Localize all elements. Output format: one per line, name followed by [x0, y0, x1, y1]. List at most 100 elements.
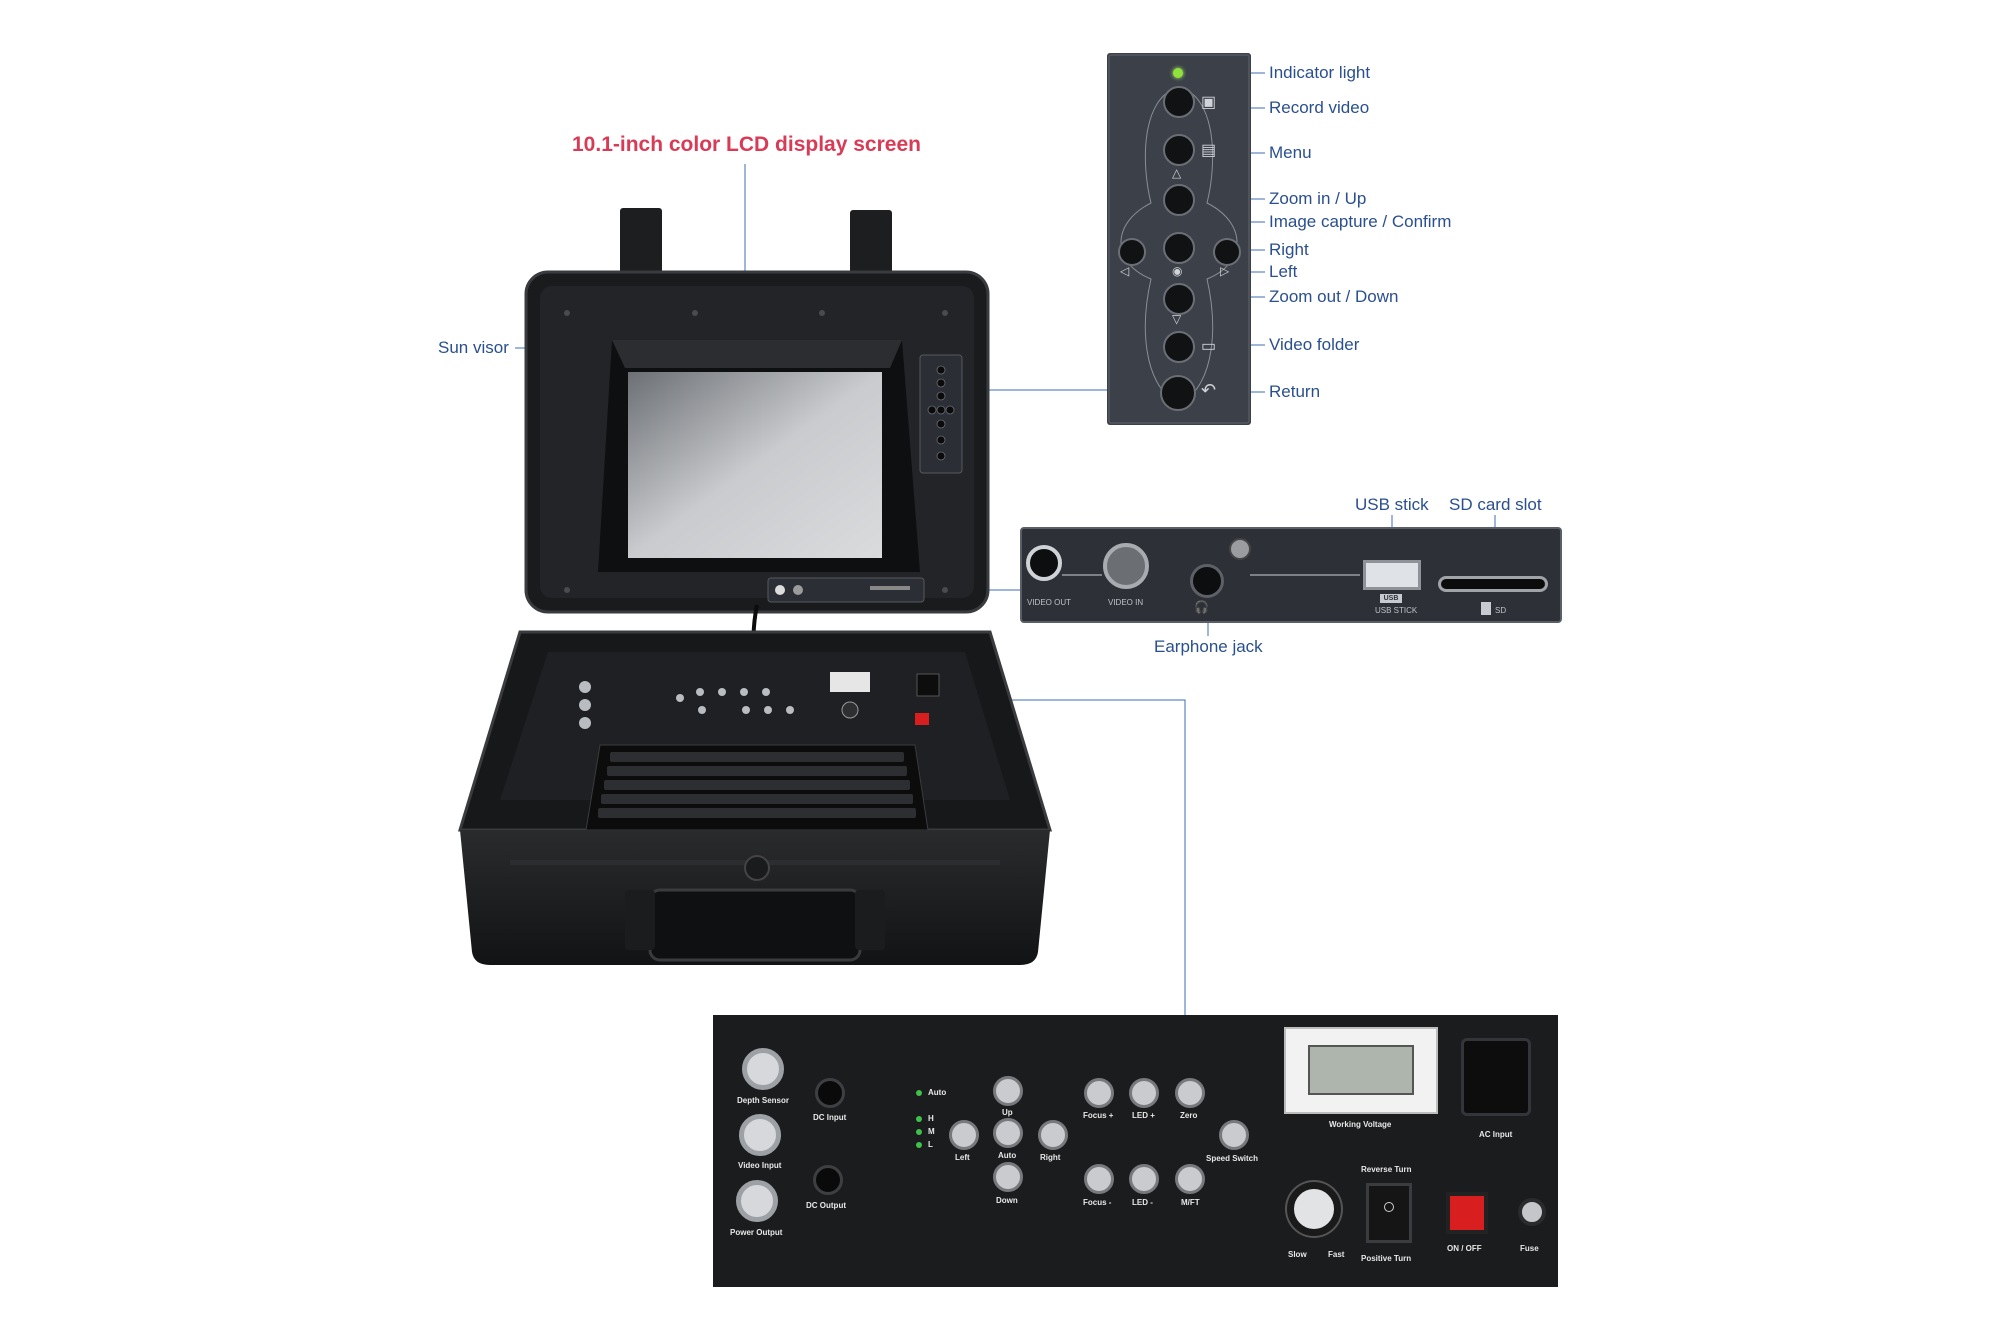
label-menu: Menu [1269, 143, 1312, 162]
mft-label: M/FT [1181, 1198, 1200, 1207]
return-button[interactable] [1160, 375, 1196, 411]
working-voltage-label: Working Voltage [1329, 1120, 1392, 1129]
video-folder-button[interactable] [1163, 331, 1195, 363]
capture-confirm-button[interactable] [1163, 232, 1195, 264]
label-record-video: Record video [1269, 98, 1370, 117]
positive-turn-label: Positive Turn [1361, 1254, 1412, 1263]
power-output-connector[interactable] [736, 1180, 778, 1222]
label-image-capture: Image capture / Confirm [1269, 212, 1452, 231]
usb-stick-port-label: USB STICK [1375, 606, 1418, 615]
io-screw [1229, 538, 1251, 560]
video-out-label: VIDEO OUT [1027, 598, 1072, 607]
lcd-screen [628, 372, 882, 558]
label-zoom-in-up: Zoom in / Up [1269, 189, 1367, 208]
sd-card-slot-label: SD card slot [1449, 495, 1542, 514]
io-divider-2 [1250, 574, 1360, 576]
control-panel-leader-line [950, 699, 1186, 1035]
left-label: Left [955, 1153, 970, 1162]
dc-output-jack[interactable] [813, 1165, 843, 1195]
power-output-label: Power Output [730, 1228, 783, 1237]
up-label: Up [1002, 1108, 1013, 1117]
video-input-connector[interactable] [739, 1114, 781, 1156]
label-return: Return [1269, 382, 1321, 401]
speed-switch-button[interactable] [1219, 1120, 1249, 1150]
speed-l-led [916, 1142, 922, 1148]
fast-label: Fast [1328, 1250, 1345, 1259]
zoom-out-down-button[interactable] [1163, 283, 1195, 315]
earphone-jack-label: Earphone jack [1154, 637, 1263, 656]
dc-input-label: DC Input [813, 1113, 847, 1122]
right-dir-button[interactable] [1038, 1120, 1068, 1150]
label-video-folder: Video folder [1269, 335, 1360, 354]
depth-sensor-label: Depth Sensor [737, 1096, 790, 1105]
lid-io-strip [767, 577, 925, 603]
left-dir-button[interactable] [949, 1120, 979, 1150]
speed-h-led [916, 1116, 922, 1122]
right-button[interactable] [1213, 238, 1241, 266]
right-arrow-icon: ▷ [1220, 264, 1230, 278]
label-indicator-light: Indicator light [1269, 63, 1371, 82]
down-button[interactable] [993, 1162, 1023, 1192]
speed-m-led [916, 1129, 922, 1135]
led-minus-label: LED - [1132, 1198, 1153, 1207]
auto-button[interactable] [993, 1118, 1023, 1148]
led-plus-label: LED + [1132, 1111, 1155, 1120]
focus-minus-label: Focus - [1083, 1198, 1112, 1207]
video-in-bnc-port[interactable] [1103, 543, 1149, 589]
direction-rocker-switch[interactable] [1366, 1183, 1412, 1243]
ac-input-socket[interactable] [1461, 1038, 1531, 1116]
power-switch[interactable] [1446, 1192, 1488, 1234]
led-plus-button[interactable] [1129, 1078, 1159, 1108]
auto-led [916, 1090, 922, 1096]
up-button[interactable] [993, 1076, 1023, 1106]
dc-input-jack[interactable] [815, 1078, 845, 1108]
focus-plus-button[interactable] [1084, 1078, 1114, 1108]
slow-label: Slow [1288, 1250, 1307, 1259]
mft-button[interactable] [1175, 1164, 1205, 1194]
left-arrow-icon: ◁ [1120, 264, 1130, 278]
sd-card-slot[interactable] [1438, 576, 1548, 592]
zoom-in-up-button[interactable] [1163, 184, 1195, 216]
right-label: Right [1040, 1153, 1061, 1162]
sd-port-label: SD [1495, 606, 1507, 615]
speed-l-label: L [928, 1140, 933, 1149]
mic-headphone-icon: 🎧 [1194, 600, 1209, 614]
indicator-light [1173, 68, 1183, 78]
inspection-case [457, 208, 1053, 965]
depth-sensor-connector[interactable] [742, 1048, 784, 1090]
usb-tag: USB [1380, 594, 1402, 603]
usb-stick-label: USB stick [1355, 495, 1429, 514]
down-arrow-icon: ▽ [1172, 312, 1182, 326]
folder-icon: ▭ [1201, 338, 1217, 355]
speed-m-label: M [928, 1127, 935, 1136]
auto-label: Auto [998, 1151, 1017, 1160]
usb-stick-port[interactable] [1363, 560, 1421, 590]
speed-knob[interactable] [1287, 1182, 1341, 1236]
video-input-label: Video Input [738, 1161, 782, 1170]
handle [648, 888, 862, 962]
zero-button[interactable] [1175, 1078, 1205, 1108]
focus-minus-button[interactable] [1084, 1164, 1114, 1194]
fuse-holder[interactable] [1518, 1198, 1546, 1226]
dc-output-label: DC Output [806, 1201, 846, 1210]
tray-voltage-display [830, 672, 870, 692]
down-label: Down [996, 1196, 1018, 1205]
menu-button[interactable] [1163, 134, 1195, 166]
led-minus-button[interactable] [1129, 1164, 1159, 1194]
earphone-jack[interactable] [1190, 564, 1224, 598]
return-icon: ↶ [1201, 380, 1217, 400]
label-zoom-out-down: Zoom out / Down [1269, 287, 1399, 306]
io-divider [1062, 574, 1102, 576]
sd-icon [1481, 602, 1491, 615]
zero-label: Zero [1180, 1111, 1198, 1120]
video-out-port[interactable] [1026, 545, 1062, 581]
left-button[interactable] [1118, 238, 1146, 266]
reverse-turn-label: Reverse Turn [1361, 1165, 1412, 1174]
record-video-button[interactable] [1163, 86, 1195, 118]
video-in-label: VIDEO IN [1108, 598, 1144, 607]
auto-led-label: Auto [928, 1088, 947, 1097]
focus-plus-label: Focus + [1083, 1111, 1114, 1120]
speed-switch-label: Speed Switch [1206, 1154, 1259, 1163]
voltage-lcd [1308, 1045, 1414, 1095]
up-arrow-icon: △ [1172, 166, 1182, 180]
